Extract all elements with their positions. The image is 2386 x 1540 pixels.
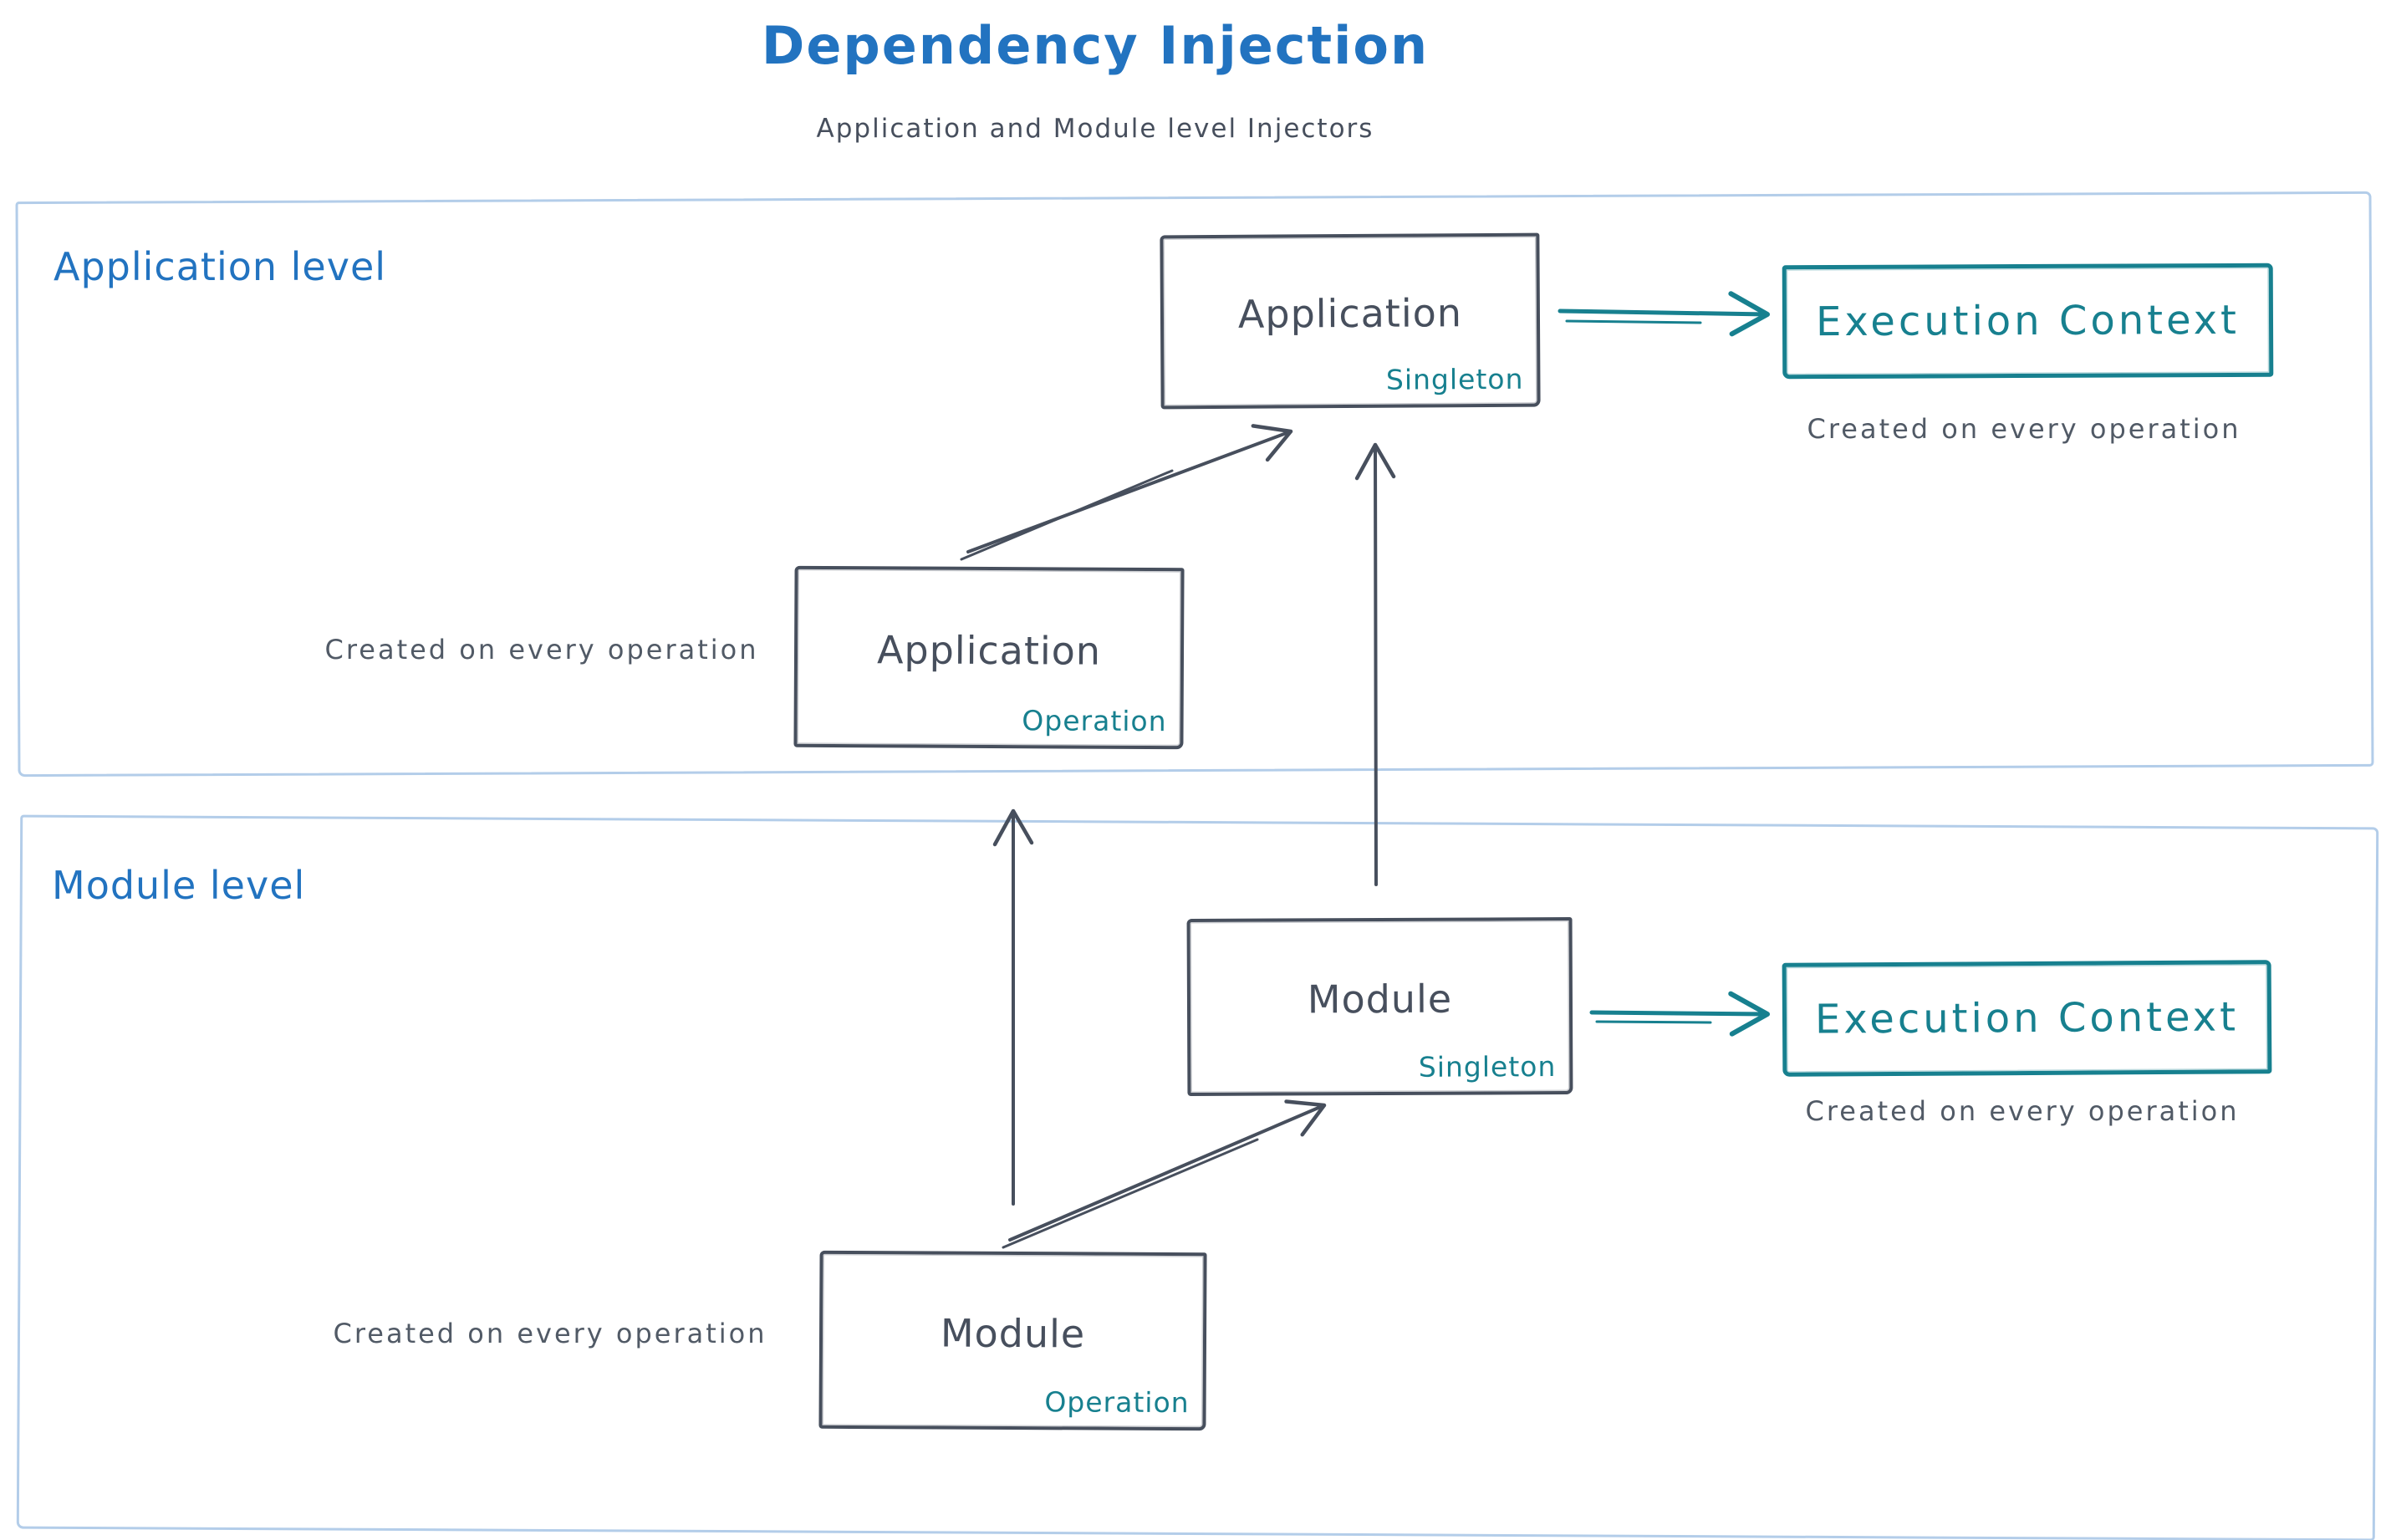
- execution-context-module-box: Execution Context: [1782, 960, 2272, 1077]
- module-singleton-title: Module: [1307, 976, 1453, 1022]
- module-operation-title: Module: [940, 1310, 1086, 1356]
- app-singleton-badge: Singleton: [1385, 362, 1524, 396]
- app-singleton-title: Application: [1237, 290, 1463, 337]
- module-operation-box: Module Operation: [818, 1250, 1207, 1431]
- module-level-label: Module level: [52, 863, 306, 908]
- app-operation-box: Application Operation: [793, 565, 1185, 750]
- page-title: Dependency Injection: [761, 15, 1430, 76]
- execution-context-module-note: Created on every operation: [1805, 1095, 2240, 1127]
- execution-context-app-note: Created on every operation: [1807, 413, 2241, 445]
- execution-context-module-title: Execution Context: [1814, 993, 2240, 1043]
- execution-context-app-title: Execution Context: [1815, 296, 2241, 346]
- app-operation-note: Created on every operation: [324, 634, 759, 665]
- module-operation-badge: Operation: [1044, 1385, 1190, 1420]
- execution-context-app-box: Execution Context: [1782, 263, 2274, 380]
- app-operation-title: Application: [876, 626, 1102, 674]
- module-singleton-box: Module Singleton: [1186, 916, 1573, 1097]
- app-singleton-box: Application Singleton: [1160, 232, 1541, 410]
- page-subtitle: Application and Module level Injectors: [816, 114, 1374, 144]
- module-operation-note: Created on every operation: [333, 1318, 767, 1349]
- app-operation-badge: Operation: [1022, 704, 1167, 738]
- application-level-label: Application level: [54, 244, 387, 289]
- module-singleton-badge: Singleton: [1418, 1050, 1557, 1084]
